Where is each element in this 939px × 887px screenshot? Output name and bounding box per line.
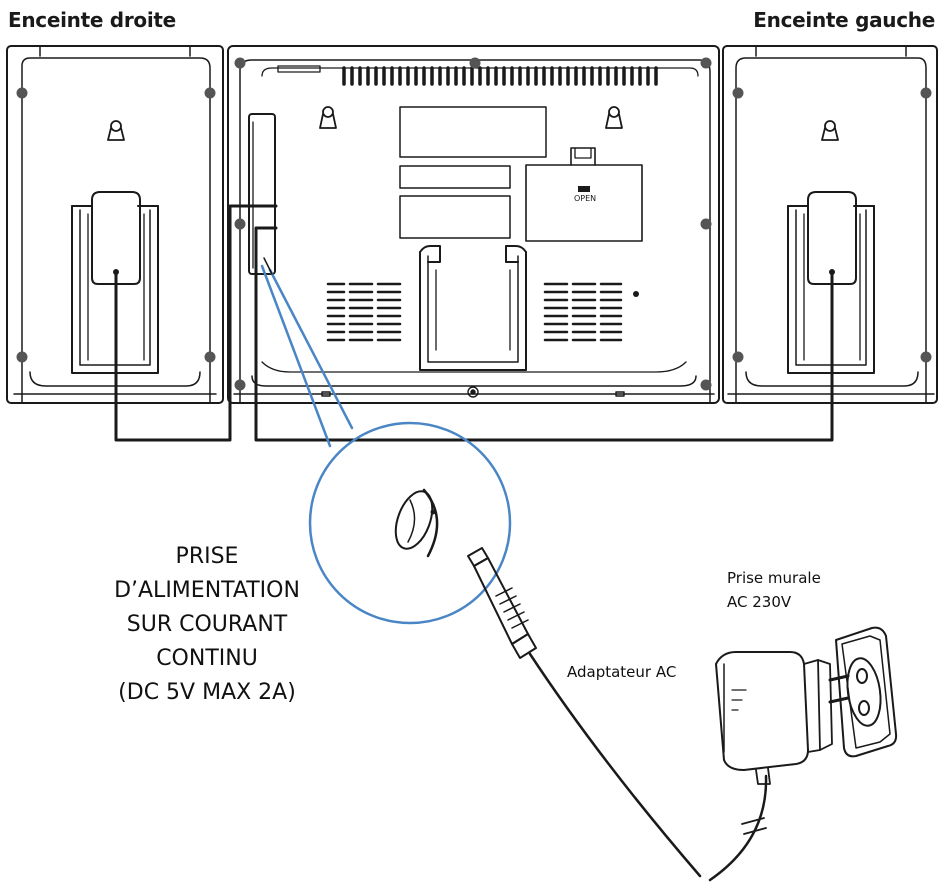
- vent-top: [342, 66, 658, 86]
- wall-outlet-label-line: Prise murale: [727, 569, 821, 587]
- wall-outlet-label: Prise murale AC 230V: [727, 566, 821, 614]
- battery-door-label: OPEN: [574, 194, 596, 203]
- label-panels: [399, 106, 547, 239]
- dc-jack-label-line: SUR COURANT: [126, 612, 288, 637]
- dc-jack-label-line: CONTINU: [156, 646, 258, 671]
- dc-plug-icon: [467, 547, 537, 659]
- dc-jack-icon: [394, 488, 439, 558]
- ac-adapter-label: Adaptateur AC: [567, 663, 677, 681]
- wall-outlet-icon: [835, 626, 898, 758]
- speaker-cables: [114, 204, 834, 442]
- screw-icon: [16, 57, 932, 391]
- keyhole-icon: [605, 106, 623, 129]
- left-speaker-body: [722, 45, 938, 404]
- left-speaker-label: Enceinte gauche: [753, 8, 935, 32]
- dc-jack-label-line: PRISE: [175, 544, 239, 569]
- bottom-details: [321, 386, 625, 398]
- keyhole-icon: [107, 120, 125, 141]
- power-cable: [528, 652, 768, 882]
- dc-jack-label-line: D’ALIMENTATION: [114, 578, 300, 603]
- rear-panel-jack-area: [248, 113, 276, 275]
- vent-right: [543, 282, 623, 342]
- dc-jack-label-line: (DC 5V MAX 2A): [118, 680, 296, 705]
- vent-left: [326, 282, 402, 342]
- battery-door: [525, 147, 643, 242]
- keyhole-icon: [821, 120, 839, 141]
- right-speaker-label: Enceinte droite: [8, 8, 176, 32]
- main-unit-stand: [419, 245, 527, 371]
- keyhole-icon: [319, 106, 337, 129]
- dc-jack-callout: [260, 257, 512, 625]
- wall-outlet-label-line: AC 230V: [727, 593, 792, 611]
- ac-adapter-icon: [715, 651, 850, 785]
- main-unit-body: [227, 45, 720, 404]
- dc-jack-label: PRISE D’ALIMENTATION SUR COURANT CONTINU…: [62, 540, 352, 710]
